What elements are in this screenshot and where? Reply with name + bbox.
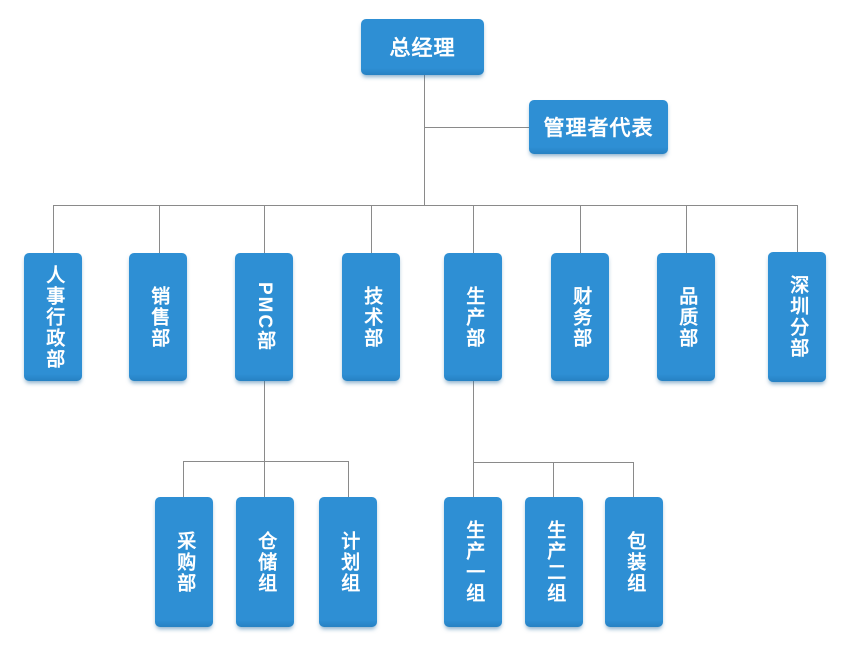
connector-drop-pmc-2: [264, 461, 265, 497]
node-label: 财务部: [570, 285, 592, 349]
node-management-representative[interactable]: 管理者代表: [529, 100, 668, 154]
node-department-hr-admin[interactable]: 人事行政部: [24, 253, 82, 381]
node-department-quality[interactable]: 品质部: [657, 253, 715, 381]
node-label: 技术部: [361, 285, 383, 349]
connector-drop-dept-7: [686, 205, 687, 253]
connector-production-trunk: [473, 381, 474, 463]
node-department-production[interactable]: 生产部: [444, 253, 502, 381]
node-label: 品质部: [676, 285, 698, 349]
connector-department-bus: [53, 205, 798, 206]
connector-drop-dept-1: [53, 205, 54, 253]
node-label: 计划组: [338, 530, 360, 594]
node-label: 销售部: [148, 285, 170, 349]
node-label: 总经理: [389, 37, 456, 60]
node-label: 生产一组: [463, 520, 485, 604]
node-label: 仓储组: [255, 530, 277, 594]
node-label: 包装组: [624, 530, 646, 594]
node-team-purchasing[interactable]: 采购部: [155, 497, 213, 627]
node-team-warehouse[interactable]: 仓储组: [236, 497, 294, 627]
node-department-pmc[interactable]: PMC部: [235, 253, 293, 381]
node-department-shenzhen-branch[interactable]: 深圳分部: [768, 252, 826, 382]
connector-drop-dept-5: [473, 205, 474, 253]
connector-drop-dept-4: [371, 205, 372, 253]
connector-pmc-trunk: [264, 381, 265, 462]
node-label: 管理者代表: [543, 117, 654, 140]
node-department-sales[interactable]: 销售部: [129, 253, 187, 381]
connector-drop-production-1: [473, 462, 474, 497]
node-label: 生产二组: [544, 520, 566, 604]
connector-drop-dept-2: [159, 205, 160, 253]
node-label: 生产部: [463, 285, 485, 349]
node-team-packaging[interactable]: 包装组: [605, 497, 663, 627]
connector-drop-production-2: [553, 462, 554, 497]
node-department-engineering[interactable]: 技术部: [342, 253, 400, 381]
connector-pmc-bus: [183, 461, 348, 462]
node-team-production-one[interactable]: 生产一组: [444, 497, 502, 627]
connector-drop-pmc-1: [183, 461, 184, 497]
connector-drop-dept-8: [797, 205, 798, 252]
connector-staff-branch: [424, 127, 530, 128]
node-team-production-two[interactable]: 生产二组: [525, 497, 583, 627]
node-department-finance[interactable]: 财务部: [551, 253, 609, 381]
connector-drop-dept-3: [264, 205, 265, 253]
node-general-manager[interactable]: 总经理: [361, 19, 484, 75]
connector-drop-pmc-3: [348, 461, 349, 497]
node-label: 人事行政部: [43, 264, 65, 370]
node-team-planning[interactable]: 计划组: [319, 497, 377, 627]
node-label: 采购部: [174, 530, 196, 594]
node-label: PMC部: [254, 282, 276, 352]
connector-root-trunk: [424, 75, 425, 206]
node-label: 深圳分部: [787, 275, 809, 359]
connector-drop-dept-6: [580, 205, 581, 253]
connector-drop-production-3: [633, 462, 634, 497]
